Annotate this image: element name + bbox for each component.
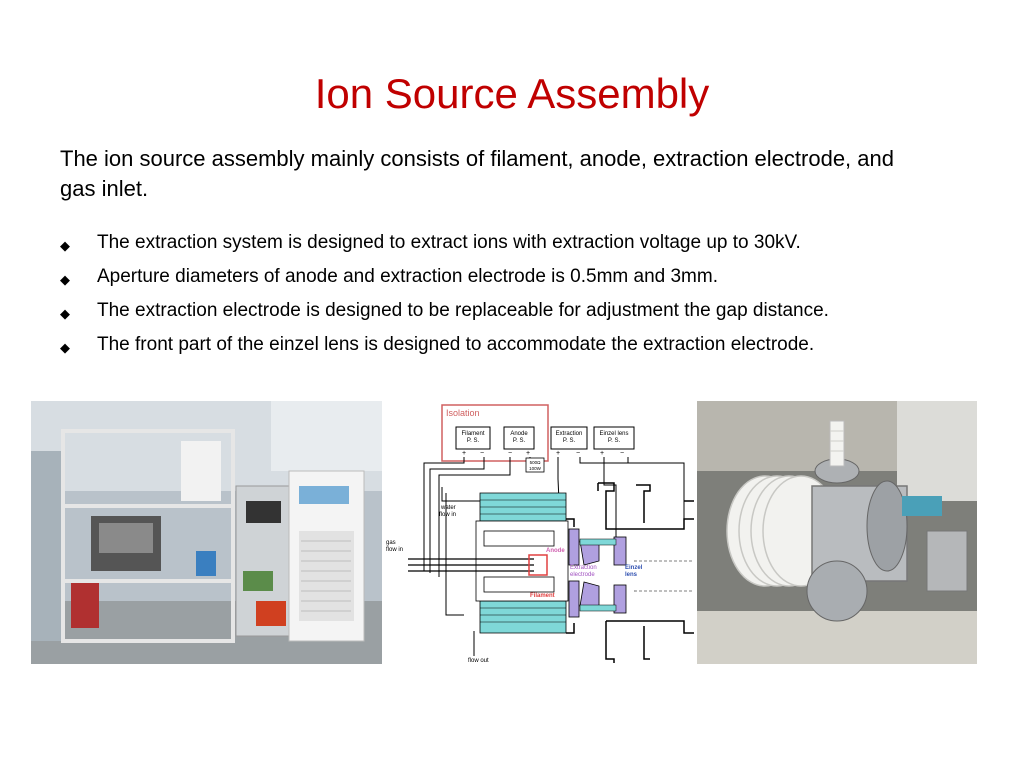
ion-source-rack-photo xyxy=(31,401,382,664)
bullet-text: The extraction electrode is designed to … xyxy=(97,300,829,321)
resistor-power: 100W xyxy=(529,466,542,471)
filament-element xyxy=(528,554,548,576)
ps-box-label: P. S. xyxy=(467,438,480,444)
plus-terminal: + xyxy=(556,450,560,457)
water-inlet-label: flow in xyxy=(439,512,456,518)
ps-box-label: P. S. xyxy=(563,438,576,444)
intro-paragraph: The ion source assembly mainly consists … xyxy=(60,146,894,201)
ion-source-schematic: Isolation Filament P. S. + − Anode P. S.… xyxy=(384,401,696,664)
ps-box-label: Filament xyxy=(461,431,484,437)
filament-label: Filament xyxy=(530,593,555,599)
bullet-item: ◆ The extraction system is designed to ex… xyxy=(58,230,998,264)
einzel-lens-label: lens xyxy=(625,572,638,578)
flow-out-label: flow out xyxy=(468,658,489,664)
plus-terminal: + xyxy=(462,450,466,457)
slide-title: Ion Source Assembly xyxy=(314,70,710,117)
anode-electrode xyxy=(568,528,580,566)
gas-inlet-label: flow in xyxy=(386,547,403,553)
bullet-item: ◆ The extraction electrode is designed to… xyxy=(58,298,998,332)
bullet-list: ◆ The extraction system is designed to ex… xyxy=(58,230,998,366)
resistor-box xyxy=(525,457,545,473)
water-inlet-label: water xyxy=(440,505,456,511)
bullet-item: ◆ The front part of the einzel lens is de… xyxy=(58,332,998,366)
anode-electrode xyxy=(568,580,580,618)
isolation-label: Isolation xyxy=(446,408,480,418)
diamond-bullet-icon: ◆ xyxy=(60,306,70,321)
diamond-bullet-icon: ◆ xyxy=(60,340,70,355)
minus-terminal: − xyxy=(576,450,580,457)
einzel-lens-electrode xyxy=(613,536,627,566)
plus-terminal: + xyxy=(600,450,604,457)
diamond-bullet-icon: ◆ xyxy=(60,238,70,253)
ps-box: Anode P. S. − + xyxy=(503,426,535,457)
bullet-text: The front part of the einzel lens is des… xyxy=(97,334,815,355)
bullet-text: The extraction system is designed to ext… xyxy=(97,232,801,253)
wiring xyxy=(423,457,685,656)
plus-terminal: + xyxy=(526,450,530,457)
ps-box-label: Extraction xyxy=(556,431,583,437)
einzel-lens-label: Einzel xyxy=(625,565,643,571)
vacuum-chamber-photo xyxy=(697,401,977,664)
chamber-outline xyxy=(566,482,694,663)
minus-terminal: − xyxy=(508,450,512,457)
ps-box-label: P. S. xyxy=(608,438,621,444)
minus-terminal: − xyxy=(480,450,484,457)
anode-label: Anode xyxy=(546,548,565,554)
ps-box: Einzel lens P. S. + − xyxy=(593,426,635,457)
diamond-bullet-icon: ◆ xyxy=(60,272,70,287)
extraction-electrode-label: Extraction xyxy=(570,565,597,571)
einzel-lens-electrode xyxy=(613,584,627,614)
minus-terminal: − xyxy=(620,450,624,457)
bullet-item: ◆ Aperture diameters of anode and extract… xyxy=(58,264,998,298)
extraction-electrode-label: electrode xyxy=(570,572,595,578)
ps-box-label: Einzel lens xyxy=(599,431,628,437)
bullet-text: Aperture diameters of anode and extracti… xyxy=(97,266,718,287)
resistor-value: 500Ω xyxy=(530,460,542,465)
ps-box-label: Anode xyxy=(510,431,528,437)
ps-box-label: P. S. xyxy=(513,438,526,444)
ps-box: Extraction P. S. + − xyxy=(550,426,588,457)
ps-box: Filament P. S. + − xyxy=(455,426,491,457)
gas-inlet-label: gas xyxy=(386,540,396,546)
isolation-box xyxy=(441,404,549,462)
